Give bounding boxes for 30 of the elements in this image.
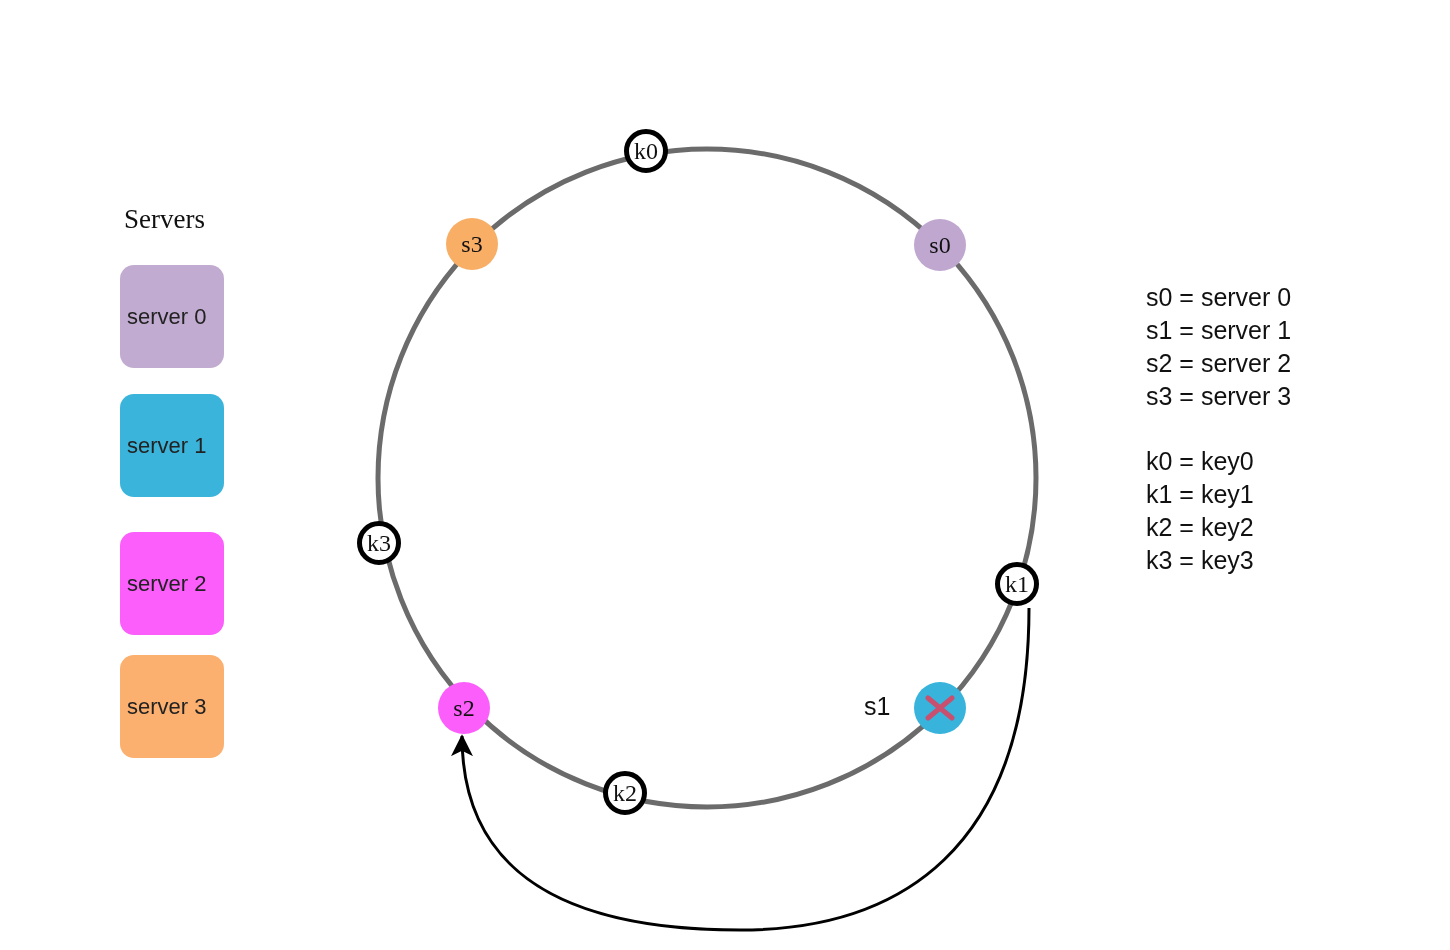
key-label: k2 [613,781,637,805]
arrow [452,607,1031,932]
definition-text: k1 = key1 [1146,480,1254,509]
server-marker [914,682,966,734]
server-label: s3 [461,232,483,256]
server-label: s1 [864,692,891,721]
definition-text: s0 = server 0 [1146,283,1292,312]
legend-swatch: server 0 [120,265,224,368]
key-label: k0 [634,139,658,163]
definition-text: k0 = key0 [1146,447,1254,476]
legend-title: Servers [124,204,205,235]
key-marker [995,562,1039,606]
legend-swatch: server 2 [120,532,224,635]
definition-text: k2 = key2 [1146,513,1254,542]
definition-text: s3 = server 3 [1146,382,1292,411]
server-marker [438,682,490,734]
server-marker [914,219,966,271]
legend-swatch: server 3 [120,655,224,758]
key-marker [357,521,401,565]
server-label: s2 [453,696,475,720]
key-label: k1 [1005,572,1029,596]
definition-text: k3 = key3 [1146,546,1254,575]
key-marker [603,771,647,815]
definition-text: s2 = server 2 [1146,349,1292,378]
server-label: s0 [929,233,951,257]
key-marker [624,129,668,173]
definition-text: s1 = server 1 [1146,316,1292,345]
key-label: k3 [367,531,391,555]
server-marker [446,218,498,270]
legend-swatch: server 1 [120,394,224,497]
